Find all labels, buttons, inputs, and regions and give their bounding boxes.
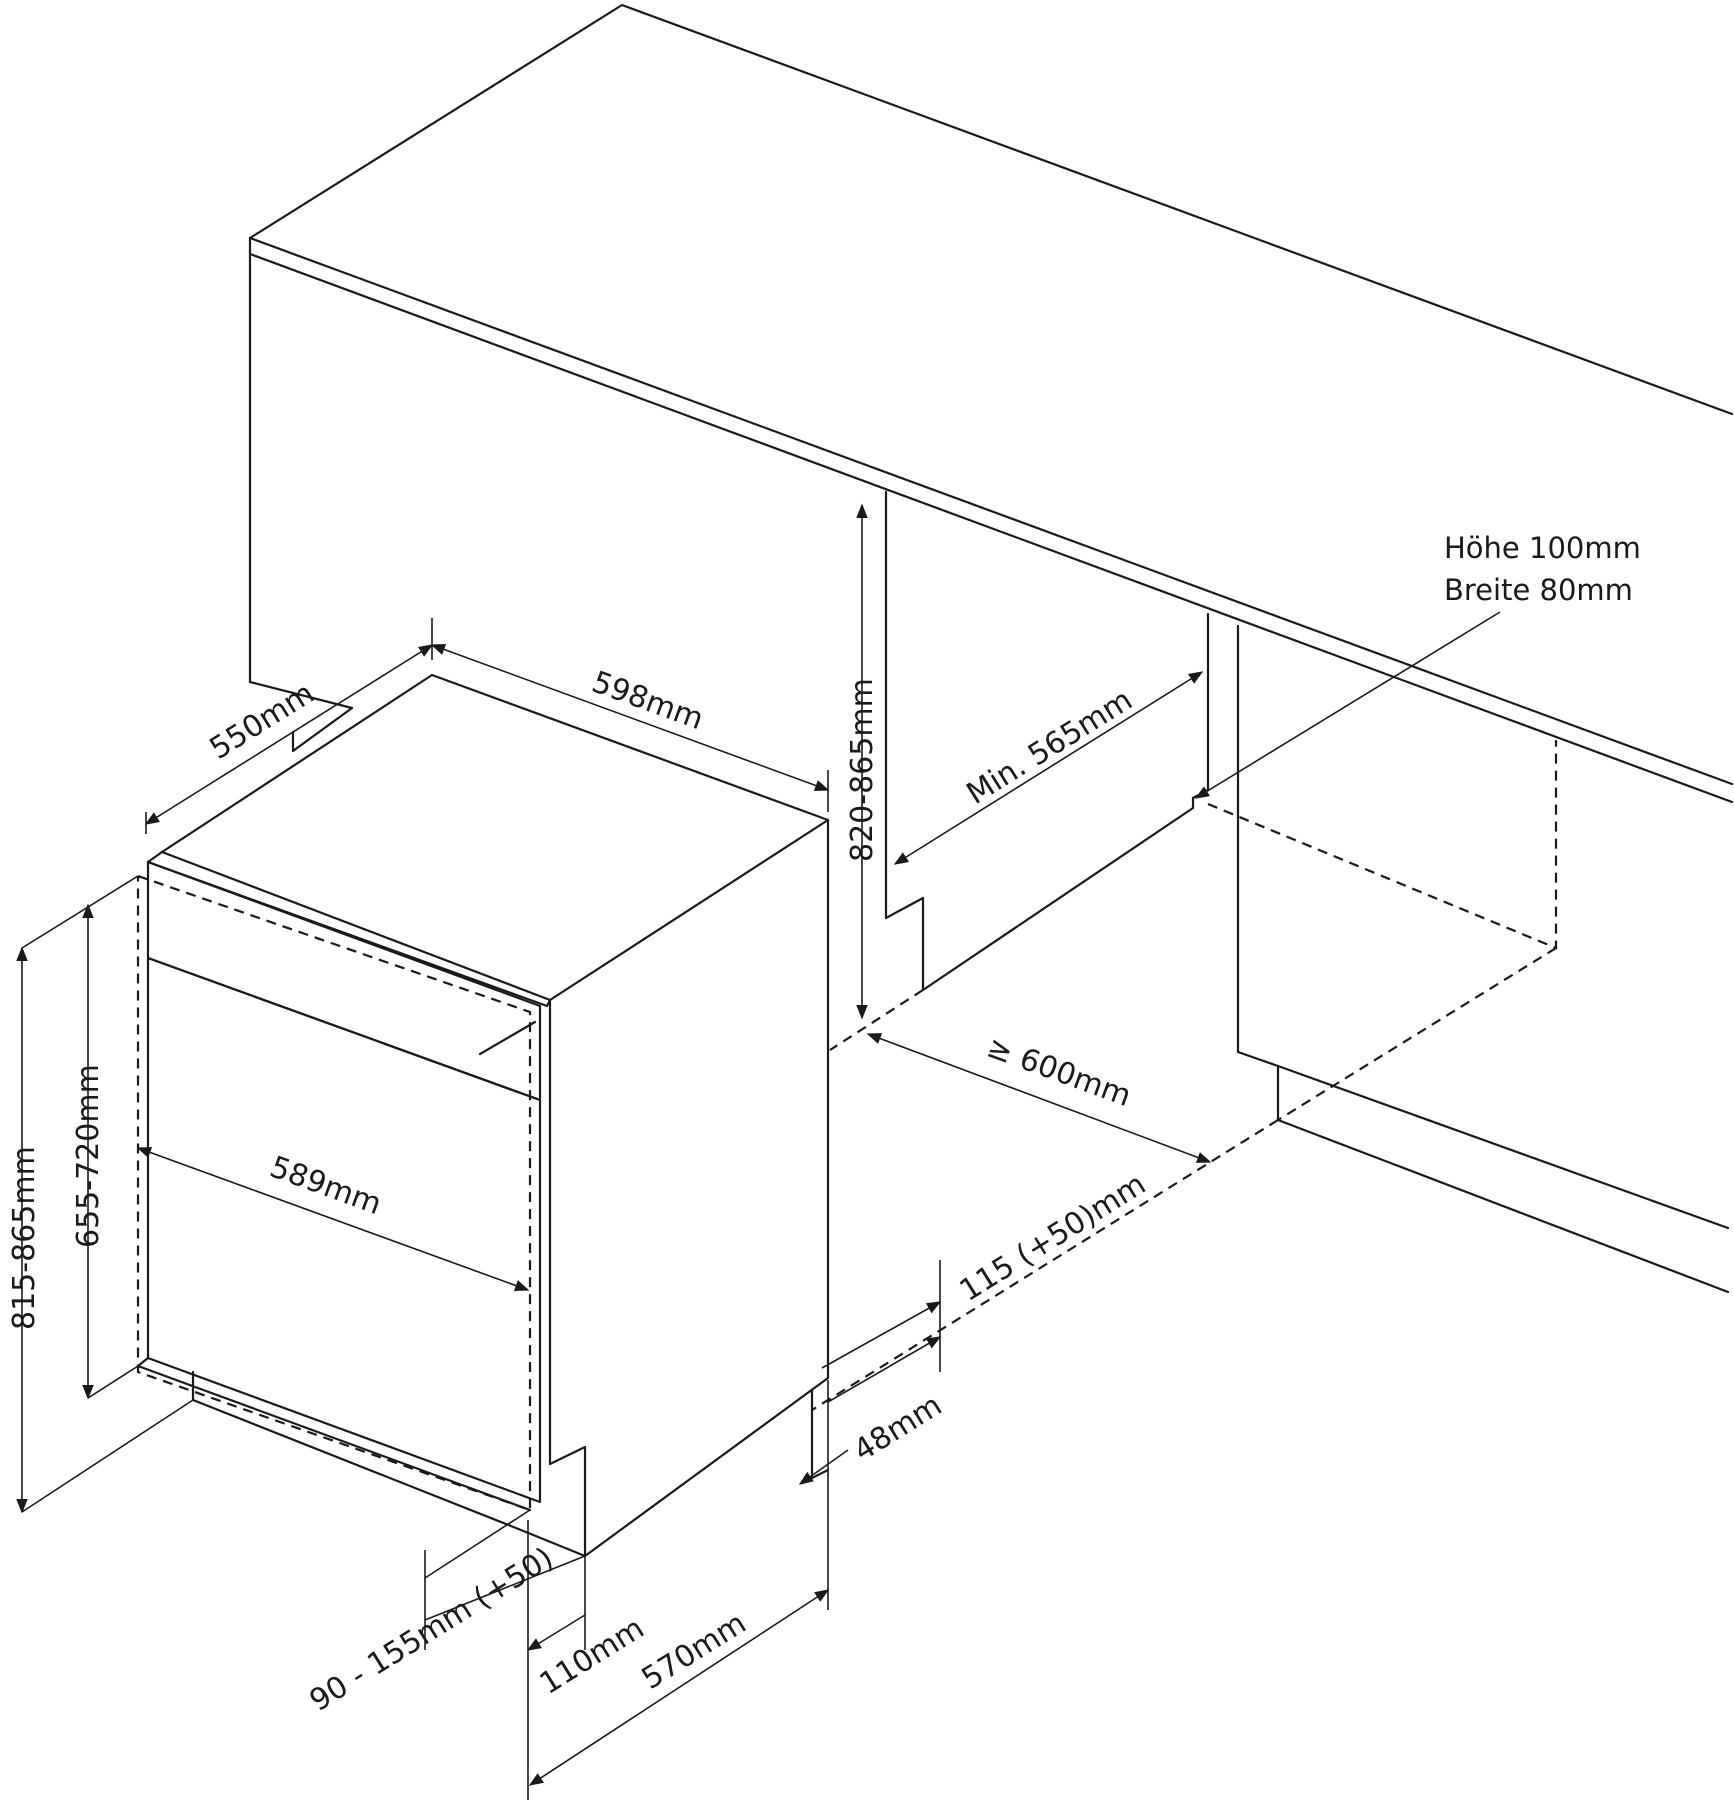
label-opening-width: Breite 80mm [1444, 573, 1633, 607]
label-opening-height: Höhe 100mm [1444, 531, 1641, 565]
label-plinth-height: 115 (+50)mm [954, 1167, 1152, 1309]
label-min-depth: Min. 565mm [961, 682, 1139, 811]
label-niche-width: ≥ 600mm [982, 1030, 1135, 1114]
label-niche-height: 820-865mm [845, 678, 880, 862]
label-door-width: 589mm [265, 1150, 386, 1222]
label-foot-depth: 110mm [534, 1611, 651, 1702]
dishwasher [146, 673, 830, 1558]
niche-walls [884, 490, 1730, 1294]
label-door-height: 655-720mm [71, 1064, 106, 1248]
label-top-width: 598mm [587, 665, 708, 737]
label-plinth-range: 90 - 155mm (+50) [304, 1541, 560, 1719]
dimension-lines [16, 503, 1501, 1800]
labels: 550mm 598mm 820-865mm Min. 565mm ≥ 600mm… [7, 531, 1641, 1719]
label-plinth-depth: 48mm [848, 1388, 948, 1469]
label-top-depth: 550mm [204, 676, 321, 767]
label-total-height: 815-865mm [7, 1146, 42, 1330]
countertop [248, 3, 1734, 804]
right-cabinet-hidden [811, 740, 1558, 1411]
